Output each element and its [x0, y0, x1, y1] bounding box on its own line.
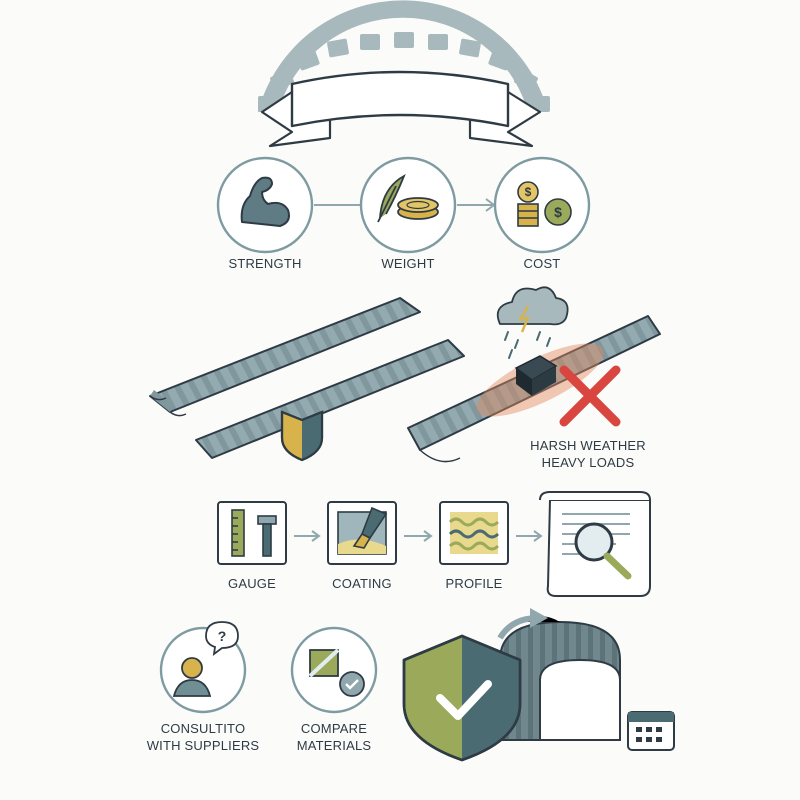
cost-factor: $ $: [493, 156, 591, 254]
gear-banner-icon: [258, 0, 550, 148]
consult-suppliers: ?: [159, 621, 247, 714]
damaged-roof-sheet: [407, 286, 661, 463]
compare-line-2: MATERIALS: [296, 738, 372, 753]
compare-line-1: COMPARE: [300, 721, 368, 736]
compare-materials: [290, 626, 378, 714]
warning-line-2: HEAVY LOADS: [541, 455, 635, 470]
consult-label: CONSULTITO WITH SUPPLIERS: [147, 720, 260, 754]
paint-brush-icon: [337, 506, 388, 555]
gauge-label: GAUGE: [228, 576, 276, 591]
flexed-arm-icon: [240, 176, 290, 227]
profile-step: [439, 501, 509, 565]
warning-line-1: HARSH WEATHER: [530, 438, 646, 453]
consult-line-2: WITH SUPPLIERS: [146, 738, 260, 753]
step-arrows: [294, 530, 543, 542]
coating-step: [327, 501, 397, 565]
profile-label: PROFILE: [445, 576, 503, 591]
calendar-icon: [627, 711, 675, 751]
document-magnifier-icon: [539, 491, 651, 597]
compare-label: COMPARE MATERIALS: [297, 720, 372, 754]
durable-roof-sheets: [149, 297, 465, 462]
weight-label: WEIGHT: [381, 256, 435, 271]
red-x-icon: [559, 365, 621, 427]
weight-factor: [359, 156, 457, 254]
wave-profile-icon: [448, 512, 500, 554]
shield-icon: [280, 410, 324, 462]
check-shield-icon: [402, 634, 522, 762]
strength-label: STRENGTH: [228, 256, 302, 271]
svg-text:?: ?: [218, 628, 227, 644]
arch-building-icon: [499, 616, 621, 741]
cost-label: COST: [523, 256, 561, 271]
svg-text:$: $: [554, 204, 562, 220]
svg-text:$: $: [525, 185, 532, 199]
heavy-load-block-icon: [514, 355, 558, 396]
person-question-icon: ?: [172, 621, 239, 697]
curved-arrow-head: [530, 608, 548, 628]
storm-cloud-icon: [496, 286, 569, 359]
coating-label: COATING: [332, 576, 392, 591]
feather-coins-icon: [377, 174, 439, 223]
strength-factor: [216, 156, 314, 254]
ruler-caliper-icon: [231, 509, 277, 557]
compare-chat-icon: [308, 648, 365, 697]
consult-line-1: CONSULTITO: [160, 721, 246, 736]
dollar-coins-icon: $ $: [517, 181, 572, 227]
warning-label: HARSH WEATHER HEAVY LOADS: [530, 437, 646, 471]
gauge-step: [217, 501, 287, 565]
